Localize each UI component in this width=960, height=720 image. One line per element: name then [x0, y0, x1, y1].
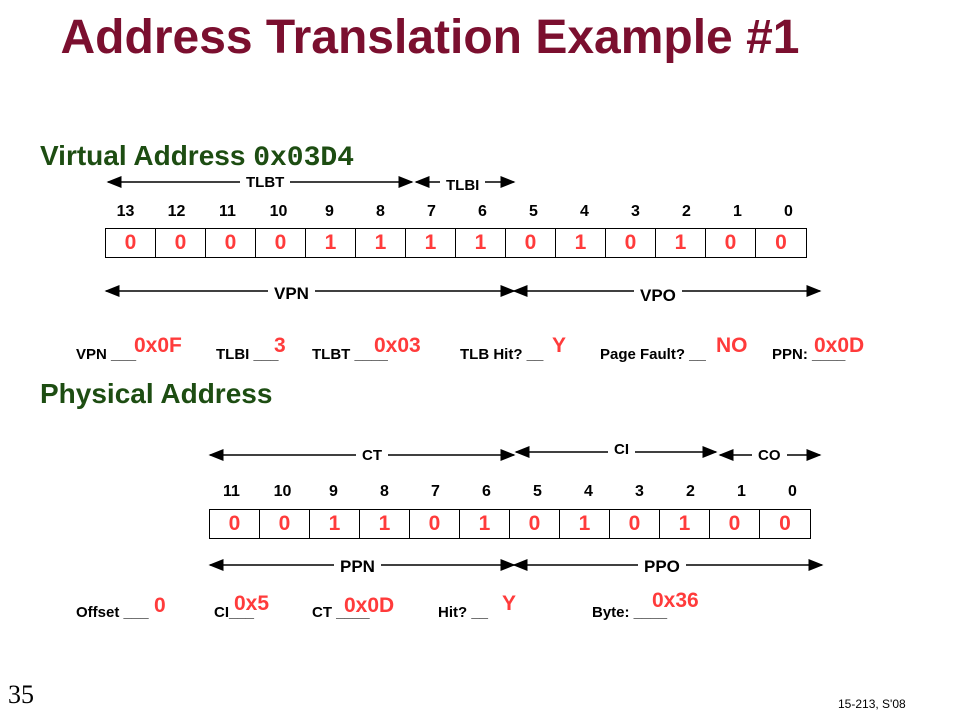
ppn-field-label: PPN — [334, 557, 381, 577]
virtual-bit-index: 11 — [219, 203, 236, 220]
physical-bit-index: 11 — [223, 483, 240, 500]
physical-bit-index: 7 — [431, 483, 440, 500]
physical-bit-cell: 0 — [510, 510, 560, 538]
virtual-bit-cell: 0 — [106, 229, 156, 257]
vpn-question: VPN ___ — [76, 346, 137, 363]
vpn-label: VPN — [268, 284, 315, 304]
virtual-bit-cell: 0 — [706, 229, 756, 257]
virtual-bit-cell: 0 — [156, 229, 206, 257]
ct-question: CT ____ — [312, 604, 370, 621]
virtual-bit-cell: 1 — [656, 229, 706, 257]
virtual-bit-index: 1 — [733, 203, 742, 220]
physical-bit-cell: 1 — [660, 510, 710, 538]
virtual-bit-index: 5 — [529, 203, 538, 220]
physical-bit-cell: 0 — [210, 510, 260, 538]
virtual-address-value: 0x03D4 — [253, 143, 355, 174]
physical-bit-cell: 1 — [310, 510, 360, 538]
virtual-bit-index: 4 — [580, 203, 589, 220]
virtual-bit-cell: 1 — [456, 229, 506, 257]
ci-label: CI — [608, 441, 635, 458]
tlbi-label: TLBI — [440, 177, 486, 194]
ct-answer: 0x0D — [344, 594, 395, 617]
tlbi-question: TLBI ___ — [216, 346, 279, 363]
physical-bit-index: 0 — [788, 483, 797, 500]
physical-bit-cell: 1 — [460, 510, 510, 538]
physical-address-heading: Physical Address — [40, 378, 273, 409]
physical-bit-index: 2 — [686, 483, 695, 500]
ct-label: CT — [356, 447, 388, 464]
virtual-bit-cell: 1 — [306, 229, 356, 257]
physical-bit-cell: 0 — [610, 510, 660, 538]
virtual-bit-index: 0 — [784, 203, 793, 220]
physical-bit-cell: 0 — [710, 510, 760, 538]
physical-bit-index: 1 — [737, 483, 746, 500]
ci-question: CI___ — [214, 604, 255, 621]
virtual-bit-index: 7 — [427, 203, 436, 220]
physical-bit-index: 4 — [584, 483, 593, 500]
virtual-bit-cell: 0 — [206, 229, 256, 257]
virtual-address-heading: Virtual Address 0x03D4 — [40, 140, 354, 174]
virtual-bit-index: 3 — [631, 203, 640, 220]
virtual-bit-cell: 0 — [606, 229, 656, 257]
ppn-question: PPN: ____ — [772, 346, 846, 363]
vpo-label: VPO — [634, 286, 682, 306]
page-fault-question: Page Fault? __ — [600, 346, 706, 363]
virtual-heading-text: Virtual Address — [40, 140, 254, 171]
virtual-bit-index: 6 — [478, 203, 487, 220]
hit-question: Hit? __ — [438, 604, 489, 621]
virtual-bit-index: 12 — [167, 203, 186, 220]
physical-bit-index: 3 — [635, 483, 644, 500]
virtual-bit-index: 13 — [116, 203, 135, 220]
physical-bit-index: 5 — [533, 483, 542, 500]
physical-bit-cell: 0 — [260, 510, 310, 538]
byte-answer: 0x36 — [652, 589, 699, 612]
offset-answer: 0 — [154, 594, 166, 617]
virtual-bit-index: 2 — [682, 203, 691, 220]
physical-bit-cell: 1 — [560, 510, 610, 538]
virtual-questions: VPN ___ 0x0F TLBI ___ 3 TLBT ____ 0x03 T… — [76, 334, 896, 366]
hit-answer: Y — [502, 592, 517, 615]
vpn-answer: 0x0F — [134, 334, 182, 357]
slide-title: Address Translation Example #1 — [60, 11, 800, 64]
virtual-bit-cell: 1 — [406, 229, 456, 257]
byte-question: Byte: ____ — [592, 604, 668, 621]
physical-questions: Offset ___ 0 CI___ 0x5 CT ____ 0x0D Hit?… — [76, 589, 796, 626]
slide-number: 35 — [8, 680, 34, 709]
physical-bit-cell: 0 — [410, 510, 460, 538]
tlbi-answer: 3 — [274, 334, 286, 357]
physical-bit-cell: 0 — [779, 512, 791, 535]
ci-answer: 0x5 — [234, 592, 270, 615]
tlb-hit-question: TLB Hit? __ — [460, 346, 544, 363]
virtual-bit-index: 10 — [269, 203, 288, 220]
page-fault-answer: NO — [716, 334, 748, 357]
tlbt-answer: 0x03 — [374, 334, 421, 357]
offset-question: Offset ___ — [76, 604, 149, 621]
footer-text: 15-213, S'08 — [838, 697, 906, 711]
virtual-bit-cell: 0 — [256, 229, 306, 257]
physical-bit-index: 9 — [329, 483, 338, 500]
virtual-bit-index: 9 — [325, 203, 334, 220]
virtual-bit-cell: 1 — [556, 229, 606, 257]
virtual-bit-cell: 1 — [356, 229, 406, 257]
co-label: CO — [752, 447, 787, 464]
tlbt-question: TLBT ____ — [312, 346, 388, 363]
ppn-answer: 0x0D — [814, 334, 865, 357]
ppo-field-label: PPO — [638, 557, 686, 577]
virtual-bit-index: 8 — [376, 203, 385, 220]
tlbt-label: TLBT — [240, 174, 291, 191]
physical-bit-cell: 1 — [360, 510, 410, 538]
physical-bit-index: 10 — [273, 483, 292, 500]
physical-bit-index: 8 — [380, 483, 389, 500]
tlb-hit-answer: Y — [552, 334, 567, 357]
virtual-bit-cell: 0 — [775, 231, 787, 254]
virtual-bit-cell: 0 — [506, 229, 556, 257]
physical-bit-index: 6 — [482, 483, 491, 500]
